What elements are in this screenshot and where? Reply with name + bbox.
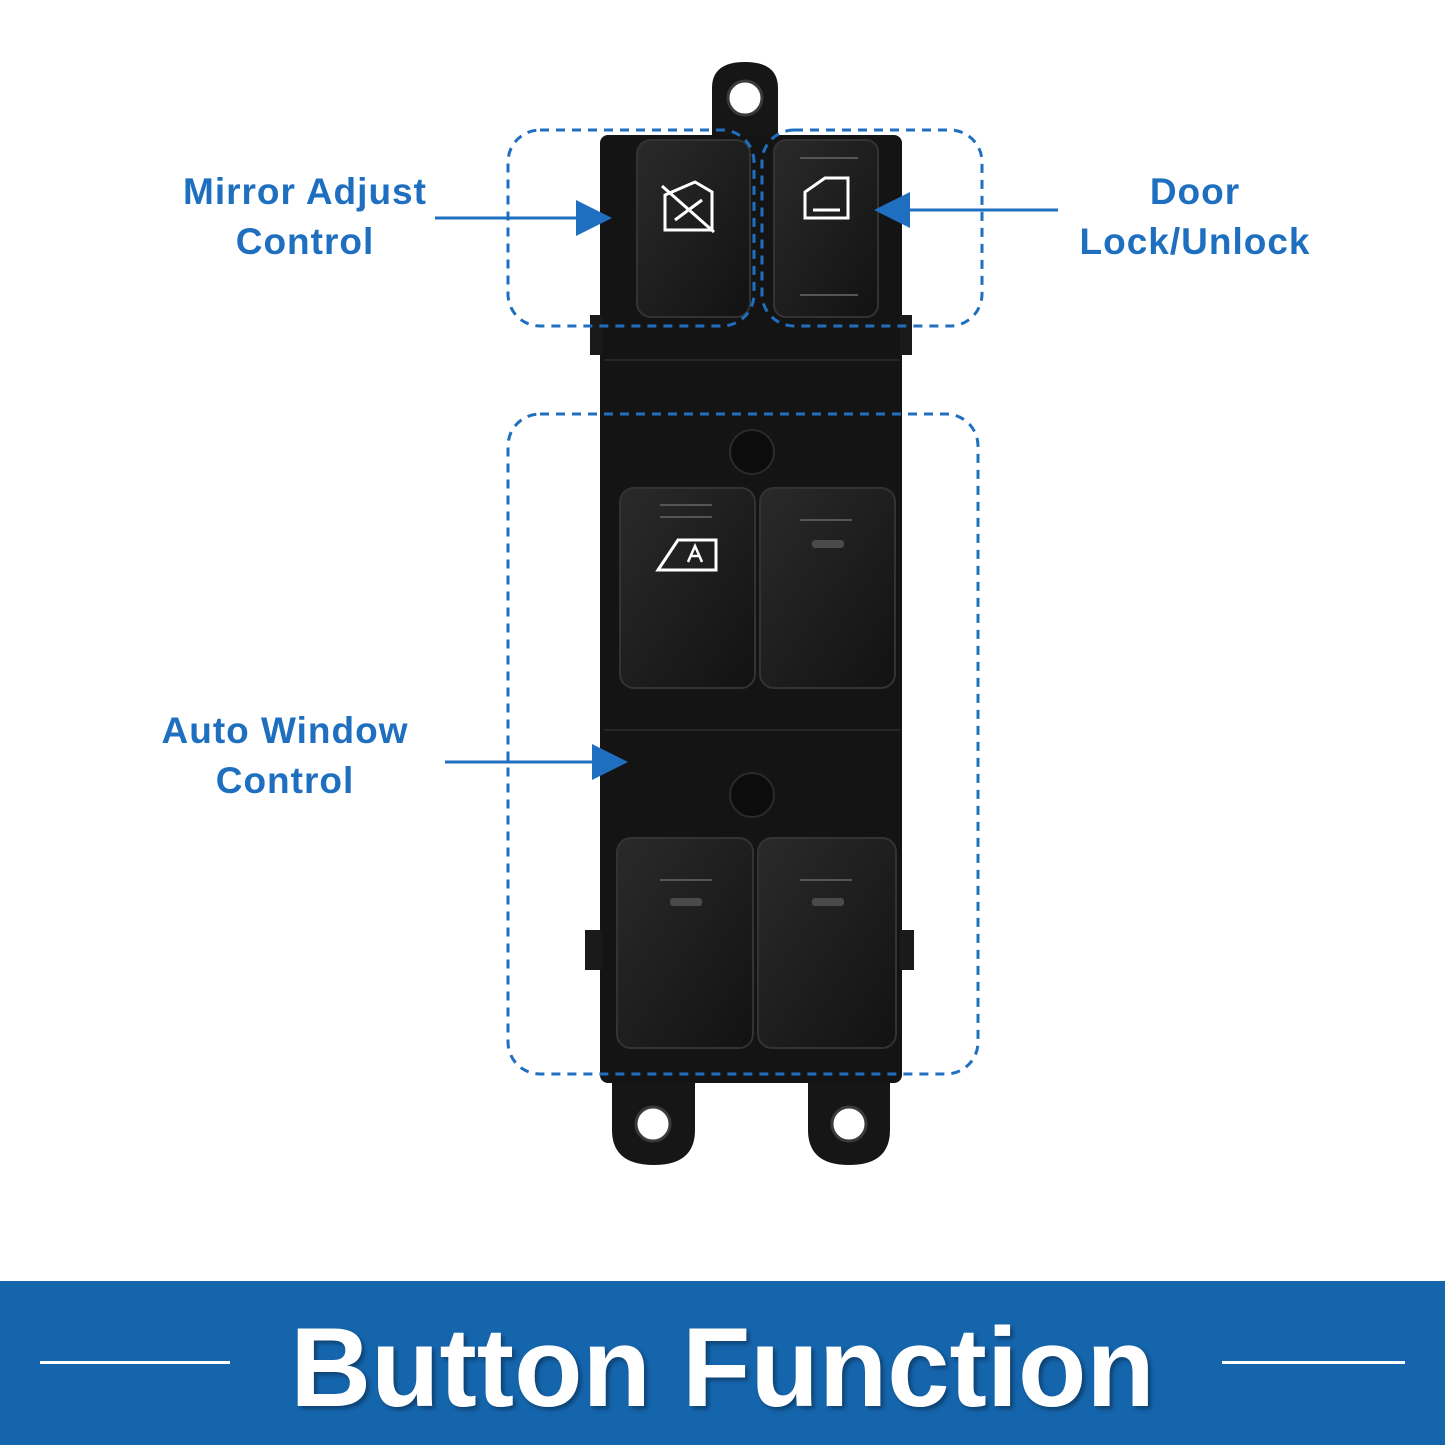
callout-line: Control (235, 221, 375, 262)
door-lock-callout: Door Lock/Unlock (1050, 167, 1340, 267)
panel-screw-hole (729, 772, 775, 818)
mirror-adjust-button[interactable] (636, 139, 751, 318)
callout-line: Control (215, 760, 355, 801)
window-switch-panel (435, 62, 1058, 1165)
bottom-mount-tab-left (612, 1080, 695, 1165)
window-switch-passenger[interactable] (759, 487, 896, 689)
mirror-adjust-callout: Mirror Adjust Control (150, 167, 460, 267)
banner-title: Button Function (290, 1305, 1155, 1430)
mirror-lockout-icon (661, 180, 715, 234)
auto-window-icon (655, 538, 718, 572)
banner-rule-right (1222, 1361, 1405, 1364)
callout-line: Door (1149, 171, 1241, 212)
mirror-adjust-highlight (506, 128, 756, 328)
callout-line: Auto Window (161, 710, 409, 751)
callout-line: Mirror Adjust (183, 171, 427, 212)
auto-window-callout: Auto Window Control (130, 706, 440, 806)
auto-window-highlight (506, 412, 980, 1076)
top-mount-tab (712, 62, 778, 138)
window-switch-rear-left[interactable] (616, 837, 754, 1049)
bottom-mount-tab-right (808, 1080, 890, 1165)
banner-rule-left (40, 1361, 230, 1364)
window-switch-driver-auto[interactable] (619, 487, 756, 689)
title-banner (0, 1281, 1445, 1445)
window-switch-rear-right[interactable] (757, 837, 897, 1049)
panel-screw-hole (729, 429, 775, 475)
door-lock-button[interactable] (773, 139, 879, 318)
callout-line: Lock/Unlock (1079, 221, 1311, 262)
door-lock-icon (803, 176, 850, 220)
door-lock-highlight (760, 128, 984, 328)
